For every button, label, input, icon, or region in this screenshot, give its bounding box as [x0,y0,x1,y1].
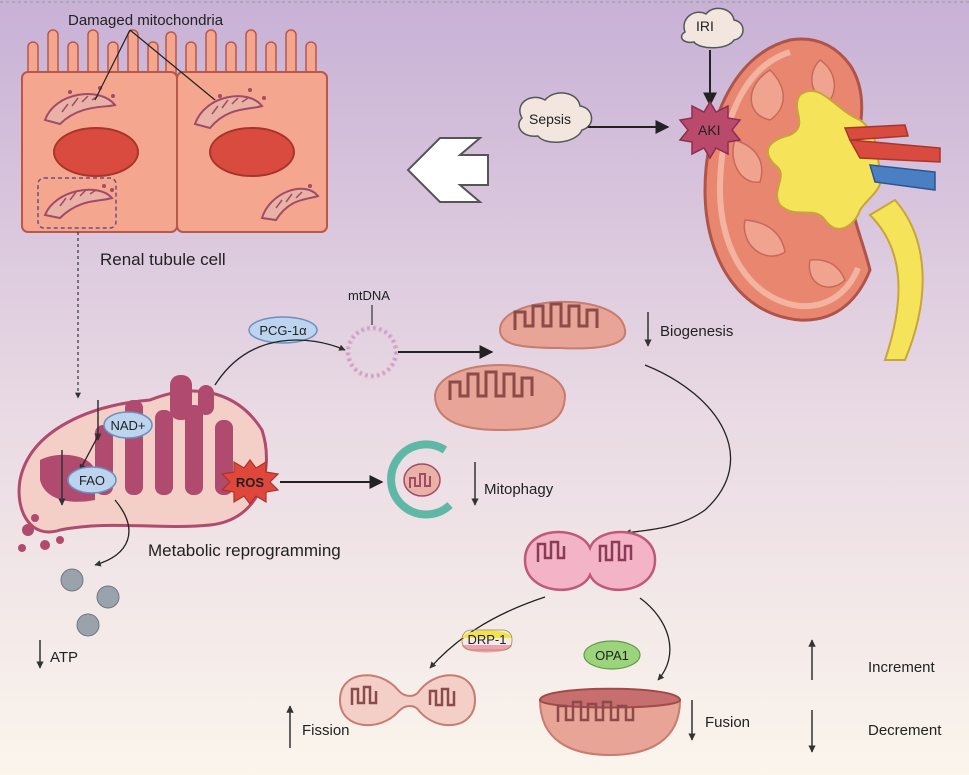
opa1-chip: OPA1 [583,640,641,670]
pcg1a-chip: PCG-1α [248,316,318,344]
fission-mitochondrion [338,674,477,727]
nad-chip: NAD+ [103,411,153,439]
mtdna-label: mtDNA [348,288,390,303]
aki-label: AKI [698,122,721,138]
ros-label: ROS [236,475,265,490]
sepsis-label: Sepsis [529,111,571,127]
fao-label: FAO [79,473,105,488]
mitophagy-label: Mitophagy [484,481,554,498]
kidney-illustration [703,37,941,361]
dividing-mitochondrion [523,530,657,591]
nucleus [209,127,295,177]
fusion-label: Fusion [705,714,750,731]
nucleus [53,127,139,177]
mtdna-ring [345,325,399,379]
biogenesis-mitochondria [433,300,627,432]
damaged-mitochondria-label: Damaged mitochondria [68,12,224,29]
pcg-curve-arrow [214,339,346,386]
drp1-chip: DRP-1 [461,629,513,653]
iri-cloud: IRI [680,7,744,49]
fao-chip: FAO [67,466,117,494]
big-hollow-arrow [406,137,489,203]
legend-increment-label: Increment [868,659,936,676]
renal-tubule-cells [21,29,328,233]
nad-label: NAD+ [110,418,145,433]
fission-label: Fission [302,722,350,739]
fusion-mitochondrion [538,687,682,757]
drp1-label: DRP-1 [467,632,506,647]
atp-molecules [60,568,120,637]
to-fusion-arrow [639,597,671,681]
metabolic-reprogramming-label: Metabolic reprogramming [148,541,341,560]
legend: Increment Decrement [808,639,942,753]
selection-box [37,177,117,229]
legend-decrement-label: Decrement [868,722,942,739]
fao-to-atp-arrow [94,499,130,567]
biogenesis-to-dynamics-arrow [624,364,732,536]
atp-label: ATP [50,649,78,666]
nad-to-fao-arrow [79,435,99,471]
renal-tubule-cell-label: Renal tubule cell [100,250,226,269]
aki-burst: AKI [678,100,742,160]
pcg1a-label: PCG-1α [259,323,307,338]
pointer-line [94,29,131,101]
pointer-line [129,29,216,101]
biogenesis-label: Biogenesis [660,323,733,340]
to-fission-arrow [429,596,546,669]
ros-burst: ROS [220,459,280,505]
opa1-label: OPA1 [595,648,629,663]
iri-label: IRI [696,18,714,34]
sepsis-cloud: Sepsis [518,92,593,143]
mitophagy-autophagosome [387,440,453,519]
renal-pelvis [766,89,882,230]
